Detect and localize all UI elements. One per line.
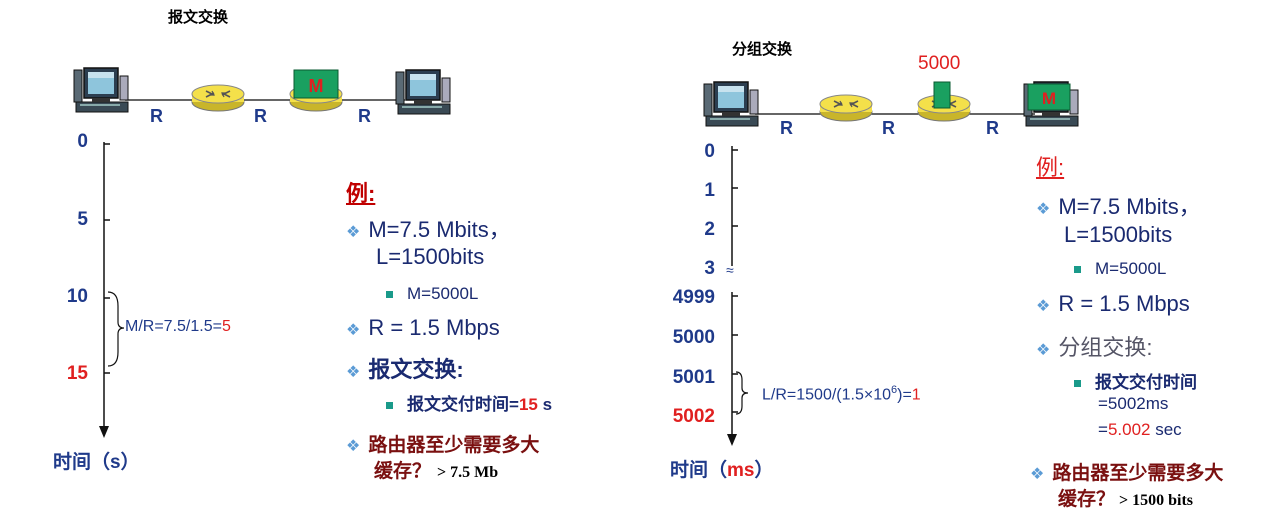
message-letter: M — [309, 76, 324, 96]
packet-label: 5000 — [918, 53, 961, 74]
bullet-icon: ❖ — [346, 224, 361, 241]
left-line-1: ❖M=7.5 Mbits， — [346, 217, 511, 242]
bullet-icon: ❖ — [1036, 201, 1051, 218]
square-bullet-icon — [386, 291, 393, 299]
left-question-1: ❖路由器至少需要多大 — [346, 435, 540, 456]
left-line-4: ❖报文交换: — [346, 357, 464, 382]
left-example-title: 例: — [346, 181, 376, 206]
router-icon — [191, 84, 245, 112]
left-brace-annotation: M/R=7.5/1.5=5 — [125, 318, 231, 335]
right-sub-2-line-3: =5.002 sec — [1098, 420, 1182, 439]
bullet-icon: ❖ — [346, 438, 361, 455]
left-axis-title: 时间（s） — [53, 452, 140, 473]
tick-label: 5002 — [672, 406, 715, 427]
bullet-icon: ❖ — [346, 364, 361, 381]
tick-label: 1 — [704, 180, 715, 201]
link-label: R — [358, 106, 371, 126]
left-sub-1: M=5000L — [386, 284, 478, 304]
left-title: 报文交换 — [168, 8, 229, 26]
right-example-title: 例: — [1036, 155, 1065, 180]
message-letter: M — [1042, 89, 1056, 108]
right-line-3: ❖R = 1.5 Mbps — [1036, 291, 1190, 316]
right-sub-2: 报文交付时间 — [1074, 368, 1197, 393]
right-sub-2-line-2: =5002ms — [1098, 394, 1169, 413]
tick-label: 5000 — [672, 327, 715, 348]
tick-label: 10 — [66, 286, 88, 307]
destination-computer-icon — [395, 69, 451, 115]
bullet-icon: ❖ — [1030, 466, 1045, 483]
right-question-1: ❖路由器至少需要多大 — [1030, 463, 1224, 484]
right-time-axis — [727, 146, 749, 446]
tick-label: 5 — [77, 209, 88, 230]
brace — [735, 371, 749, 415]
right-sub-1: M=5000L — [1074, 259, 1166, 279]
left-time-axis — [99, 142, 125, 438]
message-block — [293, 69, 339, 99]
link-label: R — [882, 118, 895, 138]
tick-label: 0 — [77, 131, 88, 152]
right-title: 分组交换 — [732, 40, 793, 58]
axis-break-mark: ≈ — [726, 262, 734, 278]
right-axis-title: 时间（ms） — [670, 460, 774, 481]
link-label: R — [780, 118, 793, 138]
source-computer-icon — [703, 81, 759, 127]
message-block — [1027, 83, 1071, 111]
right-line-4: ❖分组交换: — [1036, 335, 1153, 360]
brace — [107, 291, 125, 367]
right-brace-annotation: L/R=1500/(1.5×106)=1 — [762, 384, 921, 404]
tick-label: 4999 — [672, 287, 715, 308]
square-bullet-icon — [1074, 380, 1081, 388]
bullet-icon: ❖ — [346, 322, 361, 339]
left-line-3: ❖R = 1.5 Mbps — [346, 315, 500, 340]
link-label: R — [986, 118, 999, 138]
square-bullet-icon — [386, 402, 393, 410]
right-network-diagram: M — [703, 81, 1079, 127]
right-line-1: ❖M=7.5 Mbits， — [1036, 194, 1201, 219]
packet-block — [933, 81, 951, 109]
tick-label: 3 — [704, 258, 715, 279]
square-bullet-icon — [1074, 266, 1081, 274]
left-line-2: L=1500bits — [376, 244, 485, 269]
tick-label: 2 — [704, 219, 715, 240]
tick-label: 5001 — [672, 367, 715, 388]
link-label: R — [254, 106, 267, 126]
tick-label: 15 — [66, 363, 88, 384]
bullet-icon: ❖ — [1036, 298, 1051, 315]
bullet-icon: ❖ — [1036, 342, 1051, 359]
right-question-2: 缓存？> 1500 bits — [1058, 489, 1194, 510]
link-label: R — [150, 106, 163, 126]
right-line-2: L=1500bits — [1064, 222, 1173, 247]
left-network-diagram: M — [73, 67, 451, 115]
left-question-2: 缓存？> 7.5 Mb — [374, 461, 499, 482]
source-computer-icon — [73, 67, 129, 113]
router-icon — [819, 94, 873, 122]
tick-label: 0 — [704, 141, 715, 162]
left-sub-2: 报文交付时间=15 s — [386, 390, 552, 415]
